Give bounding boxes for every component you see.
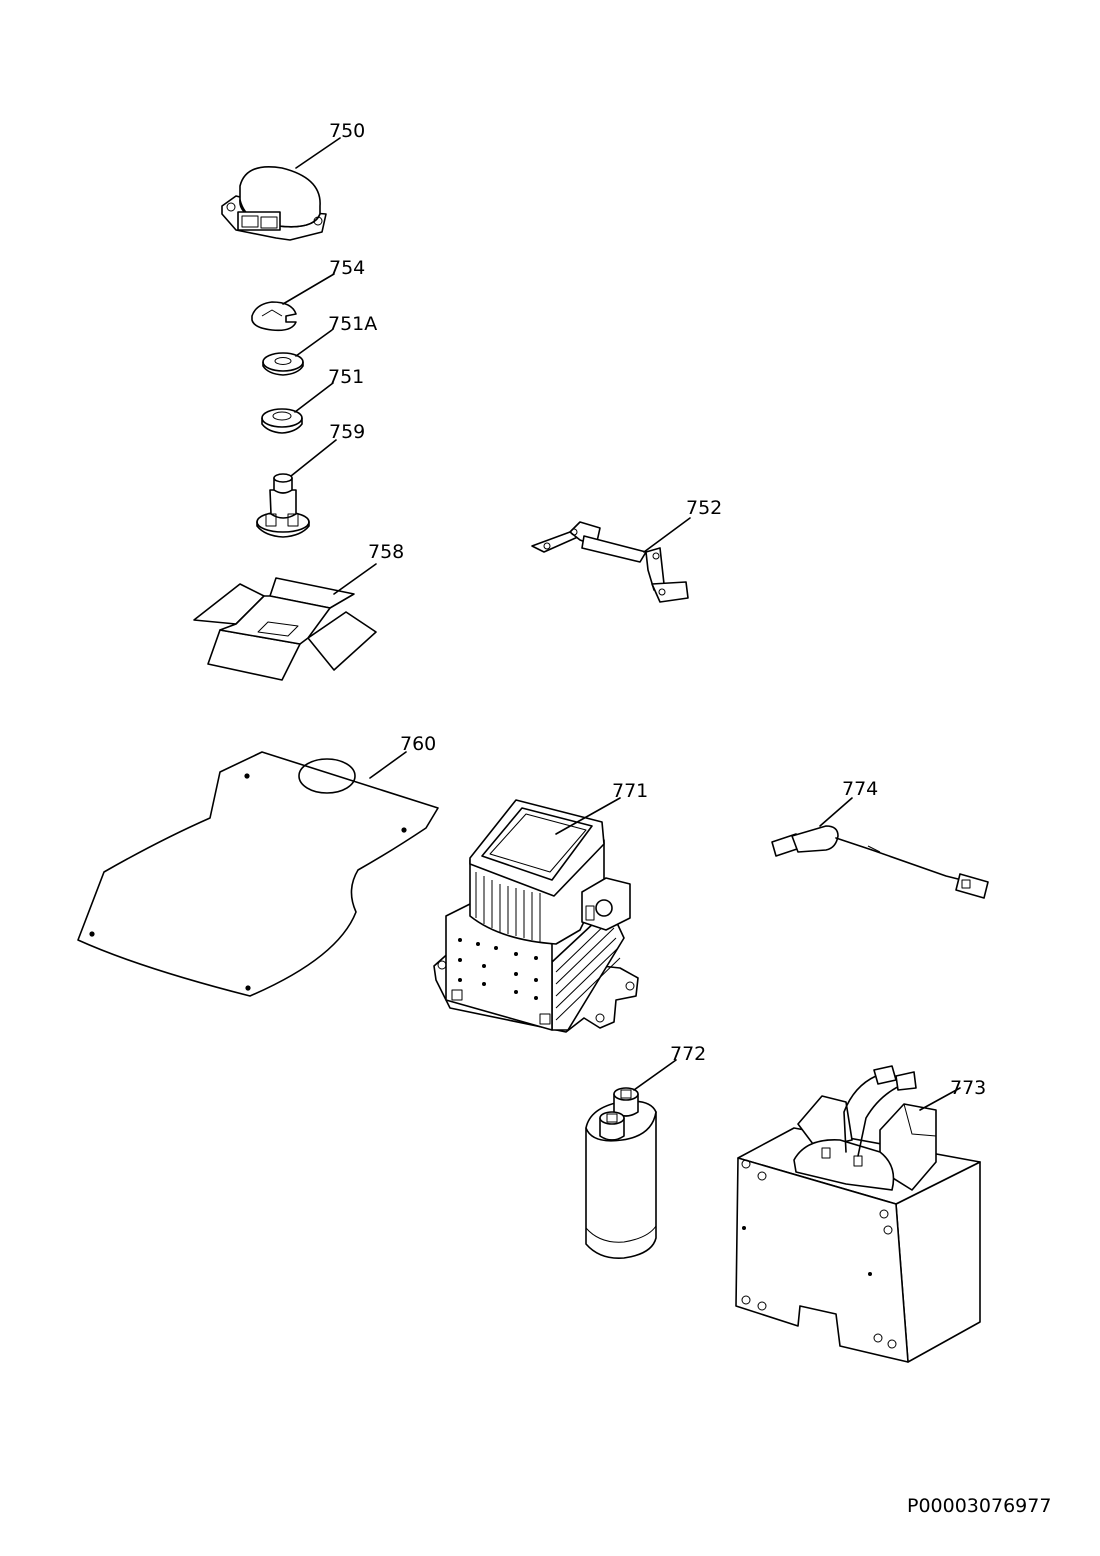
label-771: 771 (612, 780, 648, 802)
label-752: 752 (686, 497, 722, 519)
label-759: 759 (329, 421, 365, 443)
part-758-stirrer-plate: 758 (193, 541, 404, 681)
part-773-transformer: 773 (735, 1065, 986, 1363)
part-772-capacitor: 772 (585, 1043, 706, 1260)
label-773: 773 (950, 1077, 986, 1099)
part-752-bracket: 752 (531, 497, 722, 603)
label-751: 751 (328, 366, 364, 388)
label-754: 754 (329, 257, 365, 279)
label-751A: 751A (328, 313, 377, 335)
label-774: 774 (842, 778, 878, 800)
part-750-turntable-motor: 750 (221, 120, 365, 241)
part-751-washer: 751 (261, 366, 364, 434)
label-760: 760 (400, 733, 436, 755)
part-760-cover-sheet: 760 (77, 733, 439, 997)
label-772: 772 (670, 1043, 706, 1065)
label-758: 758 (368, 541, 404, 563)
label-750: 750 (329, 120, 365, 142)
part-751A-washer: 751A (262, 313, 377, 376)
part-754-coupler: 754 (251, 257, 365, 332)
part-759-shaft: 759 (256, 421, 365, 538)
document-id: P00003076977 (907, 1495, 1051, 1517)
part-771-magnetron: 771 (433, 780, 648, 1033)
part-774-cable: 774 (771, 778, 989, 899)
